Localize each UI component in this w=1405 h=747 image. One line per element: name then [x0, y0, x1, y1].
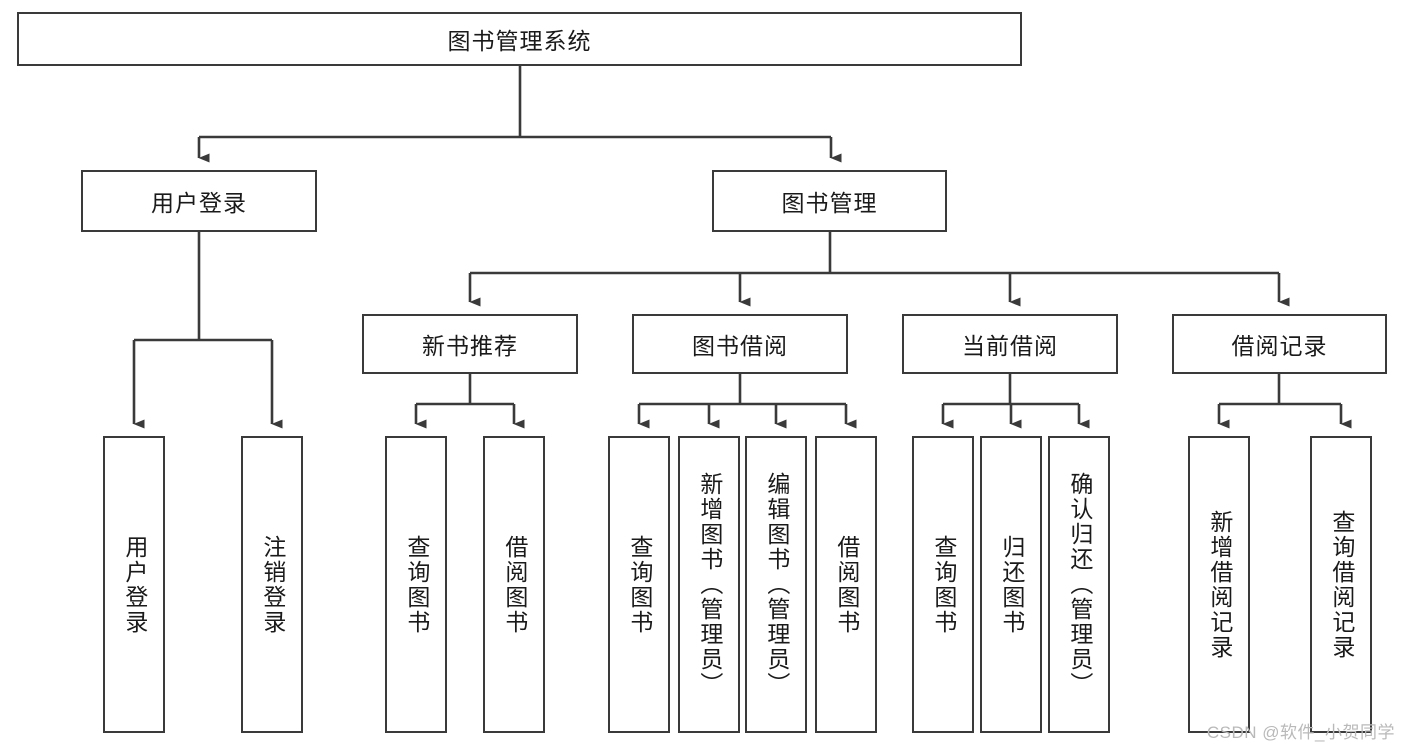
- node-current-borrowing[interactable]: 当前借阅: [902, 314, 1118, 374]
- node-book-borrowing[interactable]: 图书借阅: [632, 314, 848, 374]
- leaf-query-books-current[interactable]: 查询图书: [912, 436, 974, 733]
- leaf-label: 查询图书: [403, 534, 430, 635]
- leaf-edit-book-admin[interactable]: 编辑图书（管理员）: [745, 436, 807, 733]
- node-new-book-recommendation[interactable]: 新书推荐: [362, 314, 578, 374]
- leaf-label: 新增图书（管理员）: [696, 472, 723, 697]
- leaf-borrow-books-recommend[interactable]: 借阅图书: [483, 436, 545, 733]
- leaf-return-book[interactable]: 归还图书: [980, 436, 1042, 733]
- csdn-watermark: CSDN @软件_小贺同学: [1206, 723, 1395, 742]
- leaf-add-borrow-record[interactable]: 新增借阅记录: [1188, 436, 1250, 733]
- leaf-confirm-return-admin[interactable]: 确认归还（管理员）: [1048, 436, 1110, 733]
- leaf-label: 查询图书: [626, 534, 653, 635]
- node-root[interactable]: 图书管理系统: [17, 12, 1022, 66]
- leaf-label: 新增借阅记录: [1206, 509, 1233, 660]
- leaf-label: 查询借阅记录: [1328, 509, 1355, 660]
- leaf-label: 归还图书: [998, 534, 1025, 635]
- leaf-label: 确认归还（管理员）: [1066, 472, 1093, 697]
- leaf-label: 借阅图书: [501, 534, 528, 635]
- leaf-label: 编辑图书（管理员）: [763, 472, 790, 697]
- leaf-label: 用户登录: [121, 534, 148, 635]
- node-book-management[interactable]: 图书管理: [712, 170, 947, 232]
- node-user-login[interactable]: 用户登录: [81, 170, 317, 232]
- leaf-logout[interactable]: 注销登录: [241, 436, 303, 733]
- leaf-label: 注销登录: [259, 534, 286, 635]
- leaf-add-book-admin[interactable]: 新增图书（管理员）: [678, 436, 740, 733]
- leaf-query-books-recommend[interactable]: 查询图书: [385, 436, 447, 733]
- leaf-borrow-book[interactable]: 借阅图书: [815, 436, 877, 733]
- leaf-query-borrow-record[interactable]: 查询借阅记录: [1310, 436, 1372, 733]
- leaf-query-books-borrow[interactable]: 查询图书: [608, 436, 670, 733]
- leaf-user-login[interactable]: 用户登录: [103, 436, 165, 733]
- leaf-label: 借阅图书: [833, 534, 860, 635]
- node-borrowing-records[interactable]: 借阅记录: [1172, 314, 1387, 374]
- leaf-label: 查询图书: [930, 534, 957, 635]
